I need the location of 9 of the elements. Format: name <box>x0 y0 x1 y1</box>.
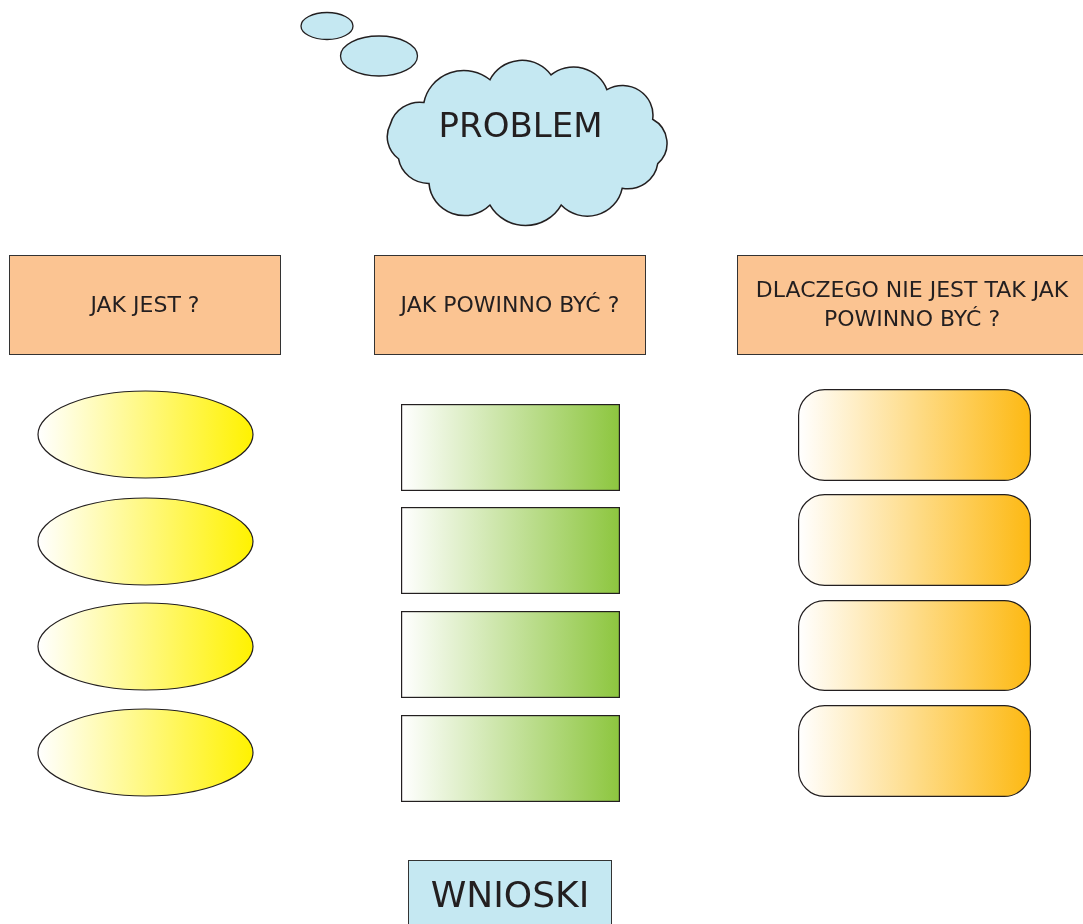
header-label: JAK JEST ? <box>88 290 201 319</box>
header-label: DLACZEGO NIE JEST TAK JAK POWINNO BYĆ ? <box>754 276 1070 333</box>
header-box <box>374 255 646 355</box>
header-label: JAK POWINNO BYĆ ? <box>398 290 621 319</box>
header-box <box>408 860 612 924</box>
cloud-label: PROBLEM <box>437 103 604 147</box>
header-label: WNIOSKI <box>429 872 591 917</box>
header-box <box>9 255 281 355</box>
header-box <box>737 255 1083 355</box>
